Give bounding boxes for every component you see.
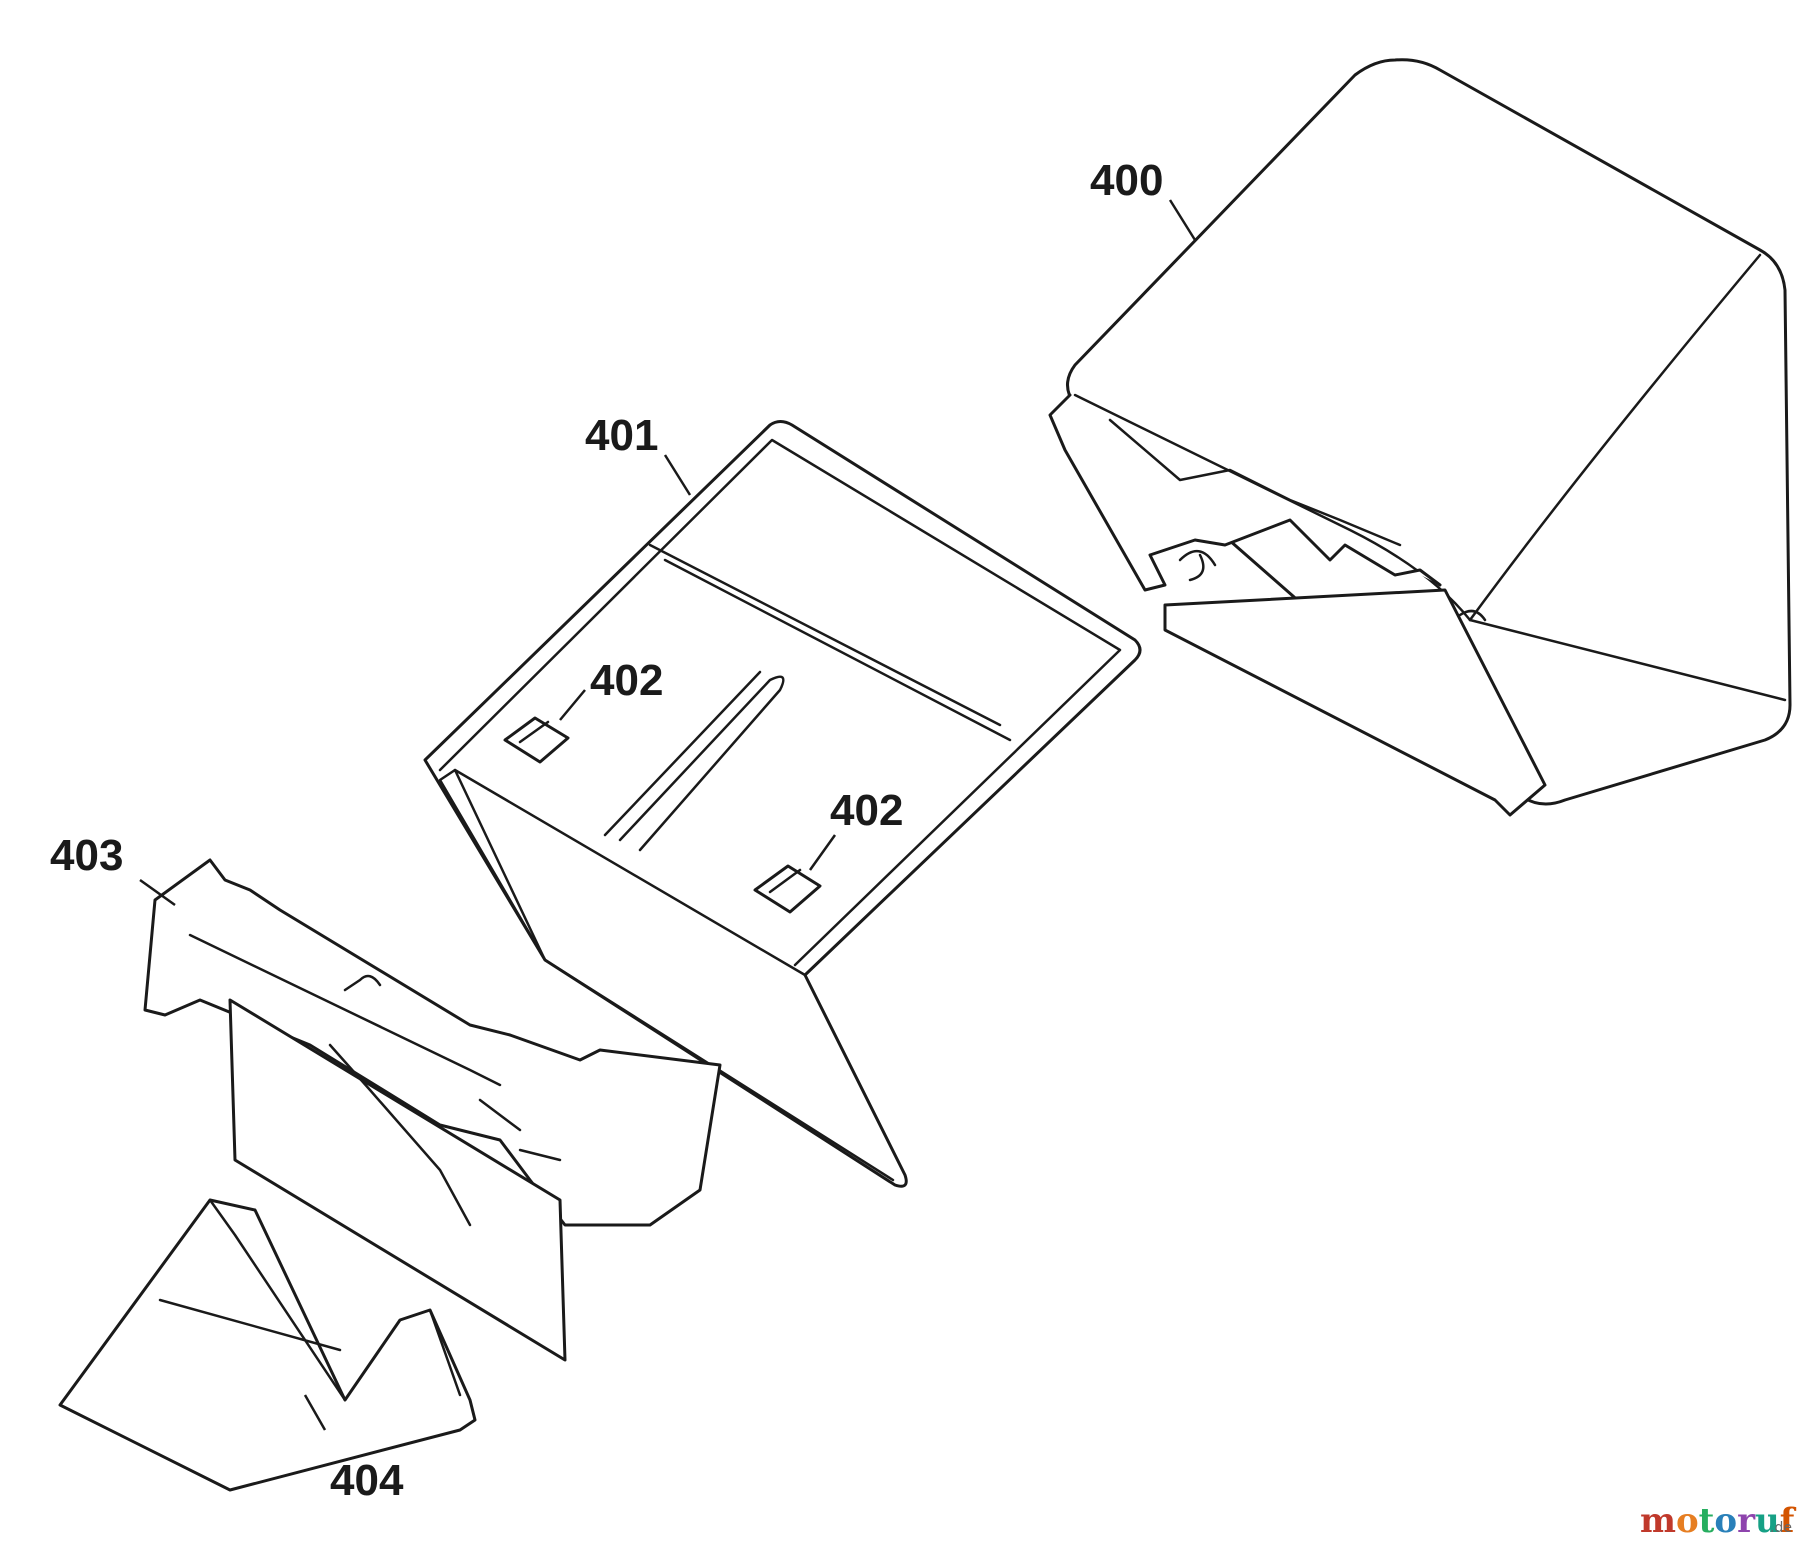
watermark-suffix: .de — [1770, 1520, 1792, 1536]
grass-bag-400 — [1048, 58, 1792, 817]
watermark-letter: t — [1699, 1501, 1715, 1541]
callout-400: 400 — [1090, 156, 1163, 205]
clip-402a — [503, 716, 570, 764]
callout-401: 401 — [585, 411, 658, 460]
watermark-letter: f — [1780, 1501, 1797, 1541]
watermark-letter: m — [1640, 1501, 1676, 1541]
callout-402b: 402 — [830, 786, 903, 835]
chute-bracket-403 — [143, 858, 722, 1362]
watermark-letter: o — [1714, 1501, 1737, 1541]
clip-402b — [753, 864, 822, 914]
watermark-logo: motoruf .de — [1640, 1501, 1797, 1541]
callout-403: 403 — [50, 831, 123, 880]
callout-leaders — [139, 199, 1197, 1431]
frame-401 — [423, 420, 1142, 1188]
svg-text:motoruf: motoruf — [1640, 1501, 1797, 1541]
funnel-chute-404 — [58, 1198, 477, 1492]
watermark-letter: r — [1737, 1501, 1756, 1541]
watermark-letter: u — [1755, 1501, 1780, 1541]
callout-402a: 402 — [590, 656, 663, 705]
callout-404: 404 — [330, 1456, 404, 1505]
watermark-letter: o — [1676, 1501, 1699, 1541]
